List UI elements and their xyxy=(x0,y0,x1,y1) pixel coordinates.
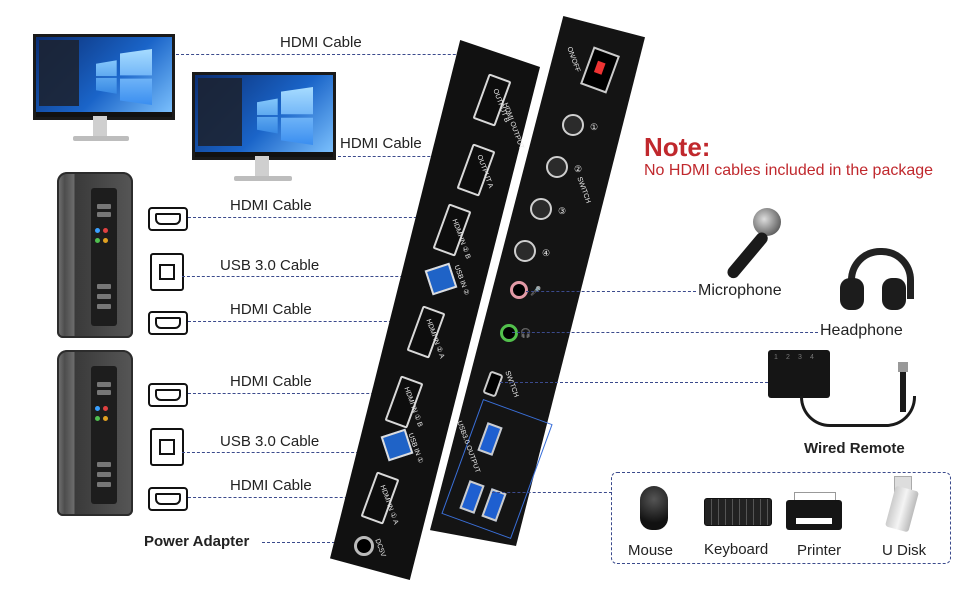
button-4-text: ④ xyxy=(542,248,551,258)
monitor-a xyxy=(192,72,338,188)
usb-cable-label: USB 3.0 Cable xyxy=(220,433,320,450)
printer-icon xyxy=(786,492,842,532)
switch-button-4[interactable] xyxy=(514,240,536,262)
mouse-icon xyxy=(640,486,668,530)
button-3-text: ③ xyxy=(558,206,567,216)
button-2-text: ② xyxy=(574,164,583,174)
printer-label: Printer xyxy=(797,542,842,559)
switch-button-2[interactable] xyxy=(546,156,568,178)
remote-key-3: 3 xyxy=(798,354,802,361)
connector-line xyxy=(182,276,428,277)
hdmi-cable-label: HDMI Cable xyxy=(230,301,312,318)
udisk-label: U Disk xyxy=(882,542,927,559)
hdmi-plug-icon xyxy=(148,311,188,335)
wired-remote-label: Wired Remote xyxy=(804,440,905,457)
usb-b-plug-icon xyxy=(150,428,184,466)
usb-cable-label: USB 3.0 Cable xyxy=(220,257,320,274)
connector-line xyxy=(262,542,350,543)
connector-line xyxy=(512,332,818,333)
note-title: Note: xyxy=(644,132,711,162)
computer-1 xyxy=(57,172,133,338)
remote-key-4: 4 xyxy=(810,354,814,361)
connector-line xyxy=(176,54,486,55)
headphone-icon xyxy=(838,248,914,312)
connector-line xyxy=(182,452,384,453)
udisk-icon xyxy=(884,476,920,533)
connector-line xyxy=(188,321,412,322)
power-adapter-label: Power Adapter xyxy=(144,533,250,550)
hdmi-plug-icon xyxy=(148,487,188,511)
connector-line xyxy=(500,382,768,383)
computer-2 xyxy=(57,350,133,516)
kvm-front-panel: ON/OFF ① ② ③ ④ SWITCH 🎤 🎧 SWITCH USB3.0 … xyxy=(430,16,645,546)
hdmi-plug-icon xyxy=(148,207,188,231)
mic-jack xyxy=(510,281,528,299)
connector-line xyxy=(338,156,460,157)
connector-line xyxy=(188,497,368,498)
connector-line xyxy=(188,393,394,394)
hdmi-cable-label: HDMI Cable xyxy=(280,34,362,51)
switch-button-1[interactable] xyxy=(562,114,584,136)
switch-button-3[interactable] xyxy=(530,198,552,220)
headphone-jack xyxy=(500,324,518,342)
keyboard-icon xyxy=(704,498,772,526)
note-text: No HDMI cables included in the package xyxy=(644,162,934,179)
connector-line xyxy=(526,291,696,292)
remote-key-1: 1 xyxy=(774,354,778,361)
usb-peripherals-box xyxy=(611,472,951,564)
hdmi-cable-label: HDMI Cable xyxy=(230,197,312,214)
hdmi-cable-label: HDMI Cable xyxy=(230,477,312,494)
keyboard-label: Keyboard xyxy=(704,541,769,558)
remote-key-2: 2 xyxy=(786,354,790,361)
hdmi-plug-icon xyxy=(148,383,188,407)
headphone-small-icon: 🎧 xyxy=(520,328,532,338)
button-1-text: ① xyxy=(590,122,599,132)
hdmi-cable-label: HDMI Cable xyxy=(230,373,312,390)
connector-line xyxy=(492,492,612,493)
mouse-label: Mouse xyxy=(628,542,674,559)
headphone-label: Headphone xyxy=(820,322,903,339)
usb-b-plug-icon xyxy=(150,253,184,291)
dc-power-port xyxy=(354,536,374,556)
microphone-icon xyxy=(715,208,785,281)
hdmi-cable-label: HDMI Cable xyxy=(340,135,422,152)
connector-line xyxy=(188,217,442,218)
microphone-label: Microphone xyxy=(698,282,782,299)
monitor-b xyxy=(33,34,175,146)
wired-remote-icon: 1 2 3 4 xyxy=(768,350,918,430)
